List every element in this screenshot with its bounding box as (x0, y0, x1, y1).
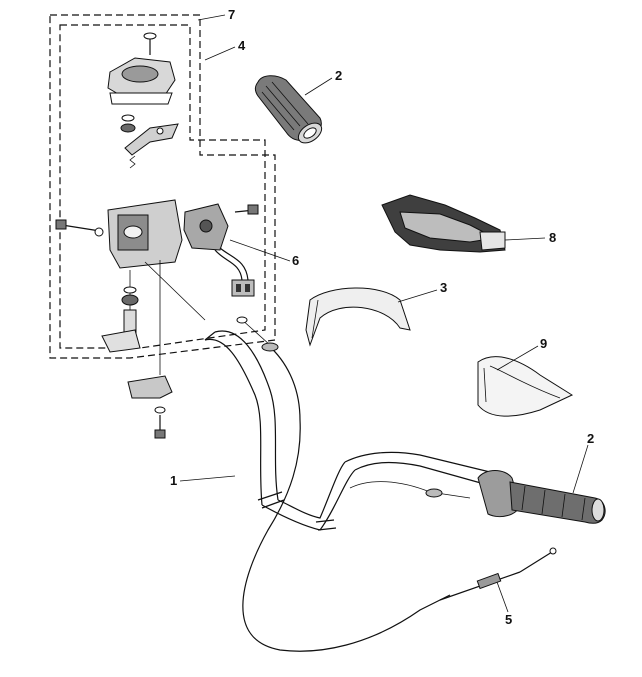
callout-5: 5 (505, 612, 512, 627)
callout-3: 3 (440, 280, 447, 295)
guard-brace (305, 287, 411, 347)
callout-1: 1 (170, 473, 177, 488)
handlebar-tube (204, 330, 491, 531)
callout-2-right-grip: 2 (587, 431, 594, 446)
handlebar-clamp (127, 260, 173, 439)
callout-9: 9 (540, 336, 547, 351)
grip-right (509, 481, 606, 524)
grip-top (254, 75, 323, 144)
callout-2-top-grip: 2 (335, 68, 342, 83)
master-cylinder-cap (107, 32, 179, 169)
assembly-outline-7 (49, 14, 276, 359)
callout-4: 4 (238, 38, 246, 53)
callout-8: 8 (549, 230, 556, 245)
assembly-outline-4 (59, 24, 266, 349)
callout-leaders (179, 14, 589, 613)
master-cylinder-fittings (101, 270, 141, 353)
throttle-cable (242, 342, 557, 652)
hand-guard (381, 194, 506, 253)
master-cylinder-body (55, 199, 183, 269)
callout-6: 6 (292, 253, 299, 268)
callout-7: 7 (228, 7, 235, 22)
wind-deflector (477, 356, 574, 417)
brake-switch (183, 203, 259, 297)
